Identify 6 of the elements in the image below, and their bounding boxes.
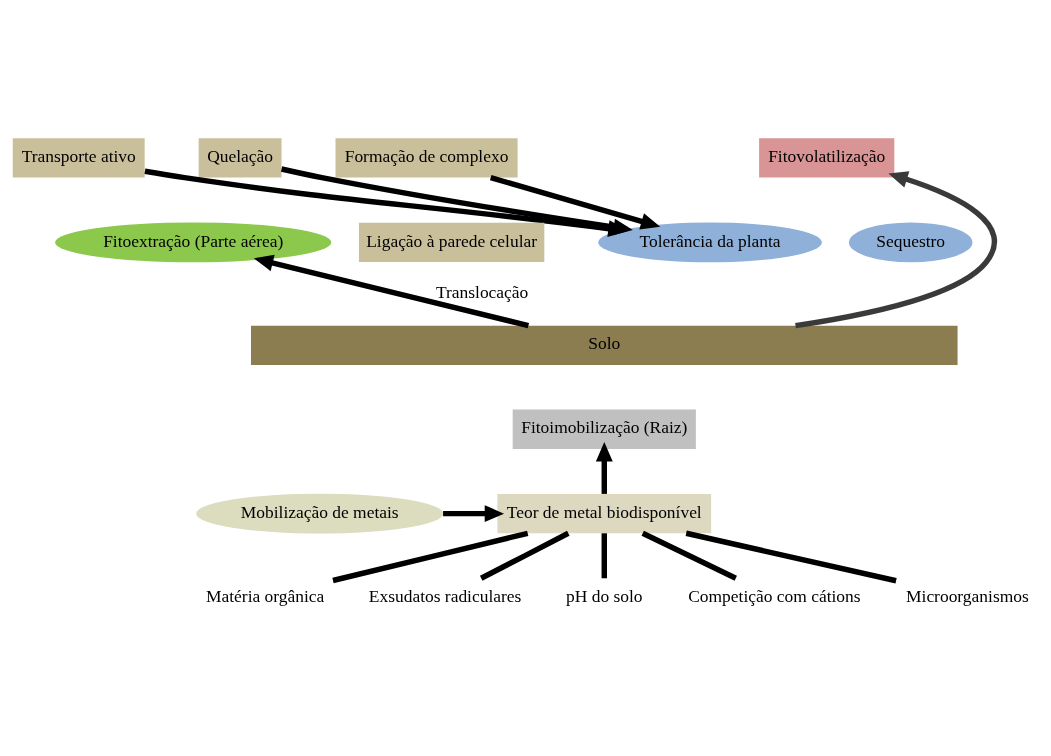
node-text: Exsudatos radiculares [368,586,522,607]
edge-label: Translocação [435,282,529,303]
node-text: Microorganismos [906,586,1029,607]
node-text: Matéria orgânica [206,586,325,607]
node-text: Competição com cátions [688,586,861,607]
node-text: pH do solo [566,586,643,607]
